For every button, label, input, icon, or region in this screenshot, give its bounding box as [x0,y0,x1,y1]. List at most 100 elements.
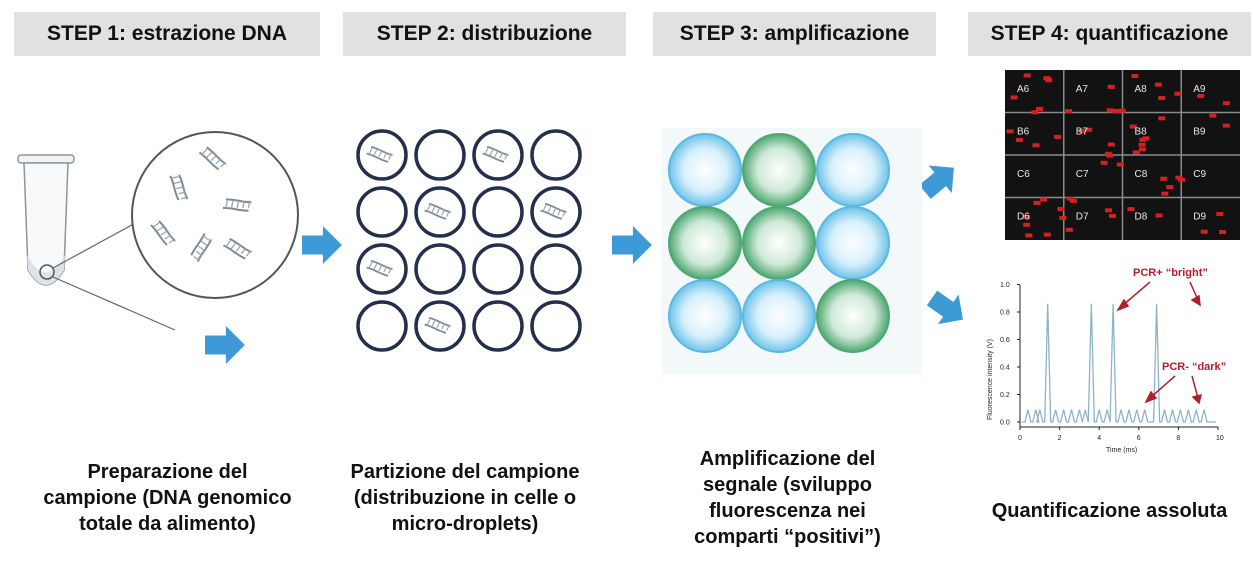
positive-spot [1209,113,1217,118]
positive-spot [1160,176,1168,181]
partition-cell [472,186,524,238]
positive-droplet [668,206,742,280]
positive-spot [1085,127,1093,132]
x-tick-label: 10 [1216,435,1224,442]
positive-spot [1219,230,1227,235]
negative-droplet [668,133,742,207]
arrow-icon [302,226,342,264]
partition-cell [472,243,524,295]
positive-spot [1015,138,1023,143]
grid-cell-label: D6 [1017,212,1030,223]
positive-spot [1033,200,1041,205]
step2-caption: Partizione del campione (distribuzione i… [350,461,580,535]
grid-cell-label: C9 [1193,169,1206,180]
grid-cell-label: D9 [1193,212,1206,223]
grid-cell-label: C8 [1135,169,1148,180]
partition-cell [356,186,408,238]
grid-cell-label: D7 [1076,212,1089,223]
y-tick-label: 0.8 [1000,310,1010,317]
positive-spot [1069,198,1077,203]
partition-cell [414,186,466,238]
step1-caption: Preparazione del campione (DNA genomico … [43,461,292,535]
positive-spot [1127,207,1135,212]
step3-header: STEP 3: amplificazione [653,12,936,56]
positive-spot [1043,76,1051,81]
partition-cell [472,129,524,181]
positive-spot [1040,197,1048,202]
magnified-dna-circle [131,131,299,299]
x-tick-label: 0 [1018,435,1022,442]
positive-spot [1138,142,1146,147]
positive-spot [1100,160,1108,165]
positive-spot [1166,185,1174,190]
y-tick-label: 0.0 [1000,420,1010,427]
positive-spot [1031,110,1039,115]
positive-spot [1043,232,1051,237]
positive-spot [1129,124,1137,129]
positive-spot [1032,143,1040,148]
partition-cell [530,300,582,352]
grid-cell-label: B7 [1076,127,1089,138]
positive-spot [1105,208,1113,213]
negative-droplet [816,133,890,207]
positive-spot [1174,91,1182,96]
positive-spot [1106,108,1114,113]
positive-spot [1161,191,1169,196]
positive-spot [1010,95,1018,100]
positive-spot [1054,134,1062,139]
x-tick-label: 4 [1097,435,1101,442]
partition-cell [414,300,466,352]
negative-droplet [816,206,890,280]
plot-xlabel: Time (ms) [1106,447,1137,454]
positive-spot [1078,128,1086,133]
positive-spot [1045,78,1053,83]
arrow-icon [921,283,974,335]
partition-cell [414,129,466,181]
positive-spot [1131,73,1139,78]
annotation-bright: PCR+ “bright” [1133,267,1208,279]
partition-cell [530,243,582,295]
positive-spot [1022,215,1030,220]
arrow-icon [612,226,652,264]
negative-droplet [742,279,816,353]
positive-spot [1023,73,1031,78]
step3-caption: Amplificazione del segnale (sviluppo flu… [694,448,881,548]
positive-spot [1222,101,1230,106]
grid-cell-label: A9 [1193,84,1206,95]
step4-caption: Quantificazione assoluta [991,500,1228,522]
droplet-grid [662,128,922,374]
positive-spot [1025,233,1033,238]
positive-spot [1036,106,1044,111]
partition-cell [356,129,408,181]
positive-spot [1023,222,1031,227]
positive-spot [1138,147,1146,152]
positive-spot [1107,142,1115,147]
grid-cell-label: B9 [1193,127,1206,138]
positive-spot [1158,116,1166,121]
positive-spot [1065,109,1073,114]
grid-cell-label: C6 [1017,169,1030,180]
step4-header: STEP 4: quantificazione [968,12,1251,56]
positive-droplet [816,279,890,353]
grid-cell-label: A7 [1076,84,1089,95]
x-tick-label: 2 [1058,435,1062,442]
positive-spot [1104,151,1112,156]
positive-spot [1116,162,1124,167]
positive-spot [1200,229,1208,234]
grid-cell-label: B8 [1135,127,1148,138]
x-tick-label: 8 [1176,435,1180,442]
positive-spot [1178,177,1186,182]
grid-cell-label: C7 [1076,169,1089,180]
step1-header: STEP 1: estrazione DNA [14,12,320,56]
fluorescence-trace [1022,303,1216,423]
partition-cell [356,243,408,295]
partition-cell [530,129,582,181]
partition-cell [530,186,582,238]
negative-droplet [668,279,742,353]
positive-spot [1107,84,1115,89]
positive-droplet [742,206,816,280]
positive-spot [1065,227,1073,232]
